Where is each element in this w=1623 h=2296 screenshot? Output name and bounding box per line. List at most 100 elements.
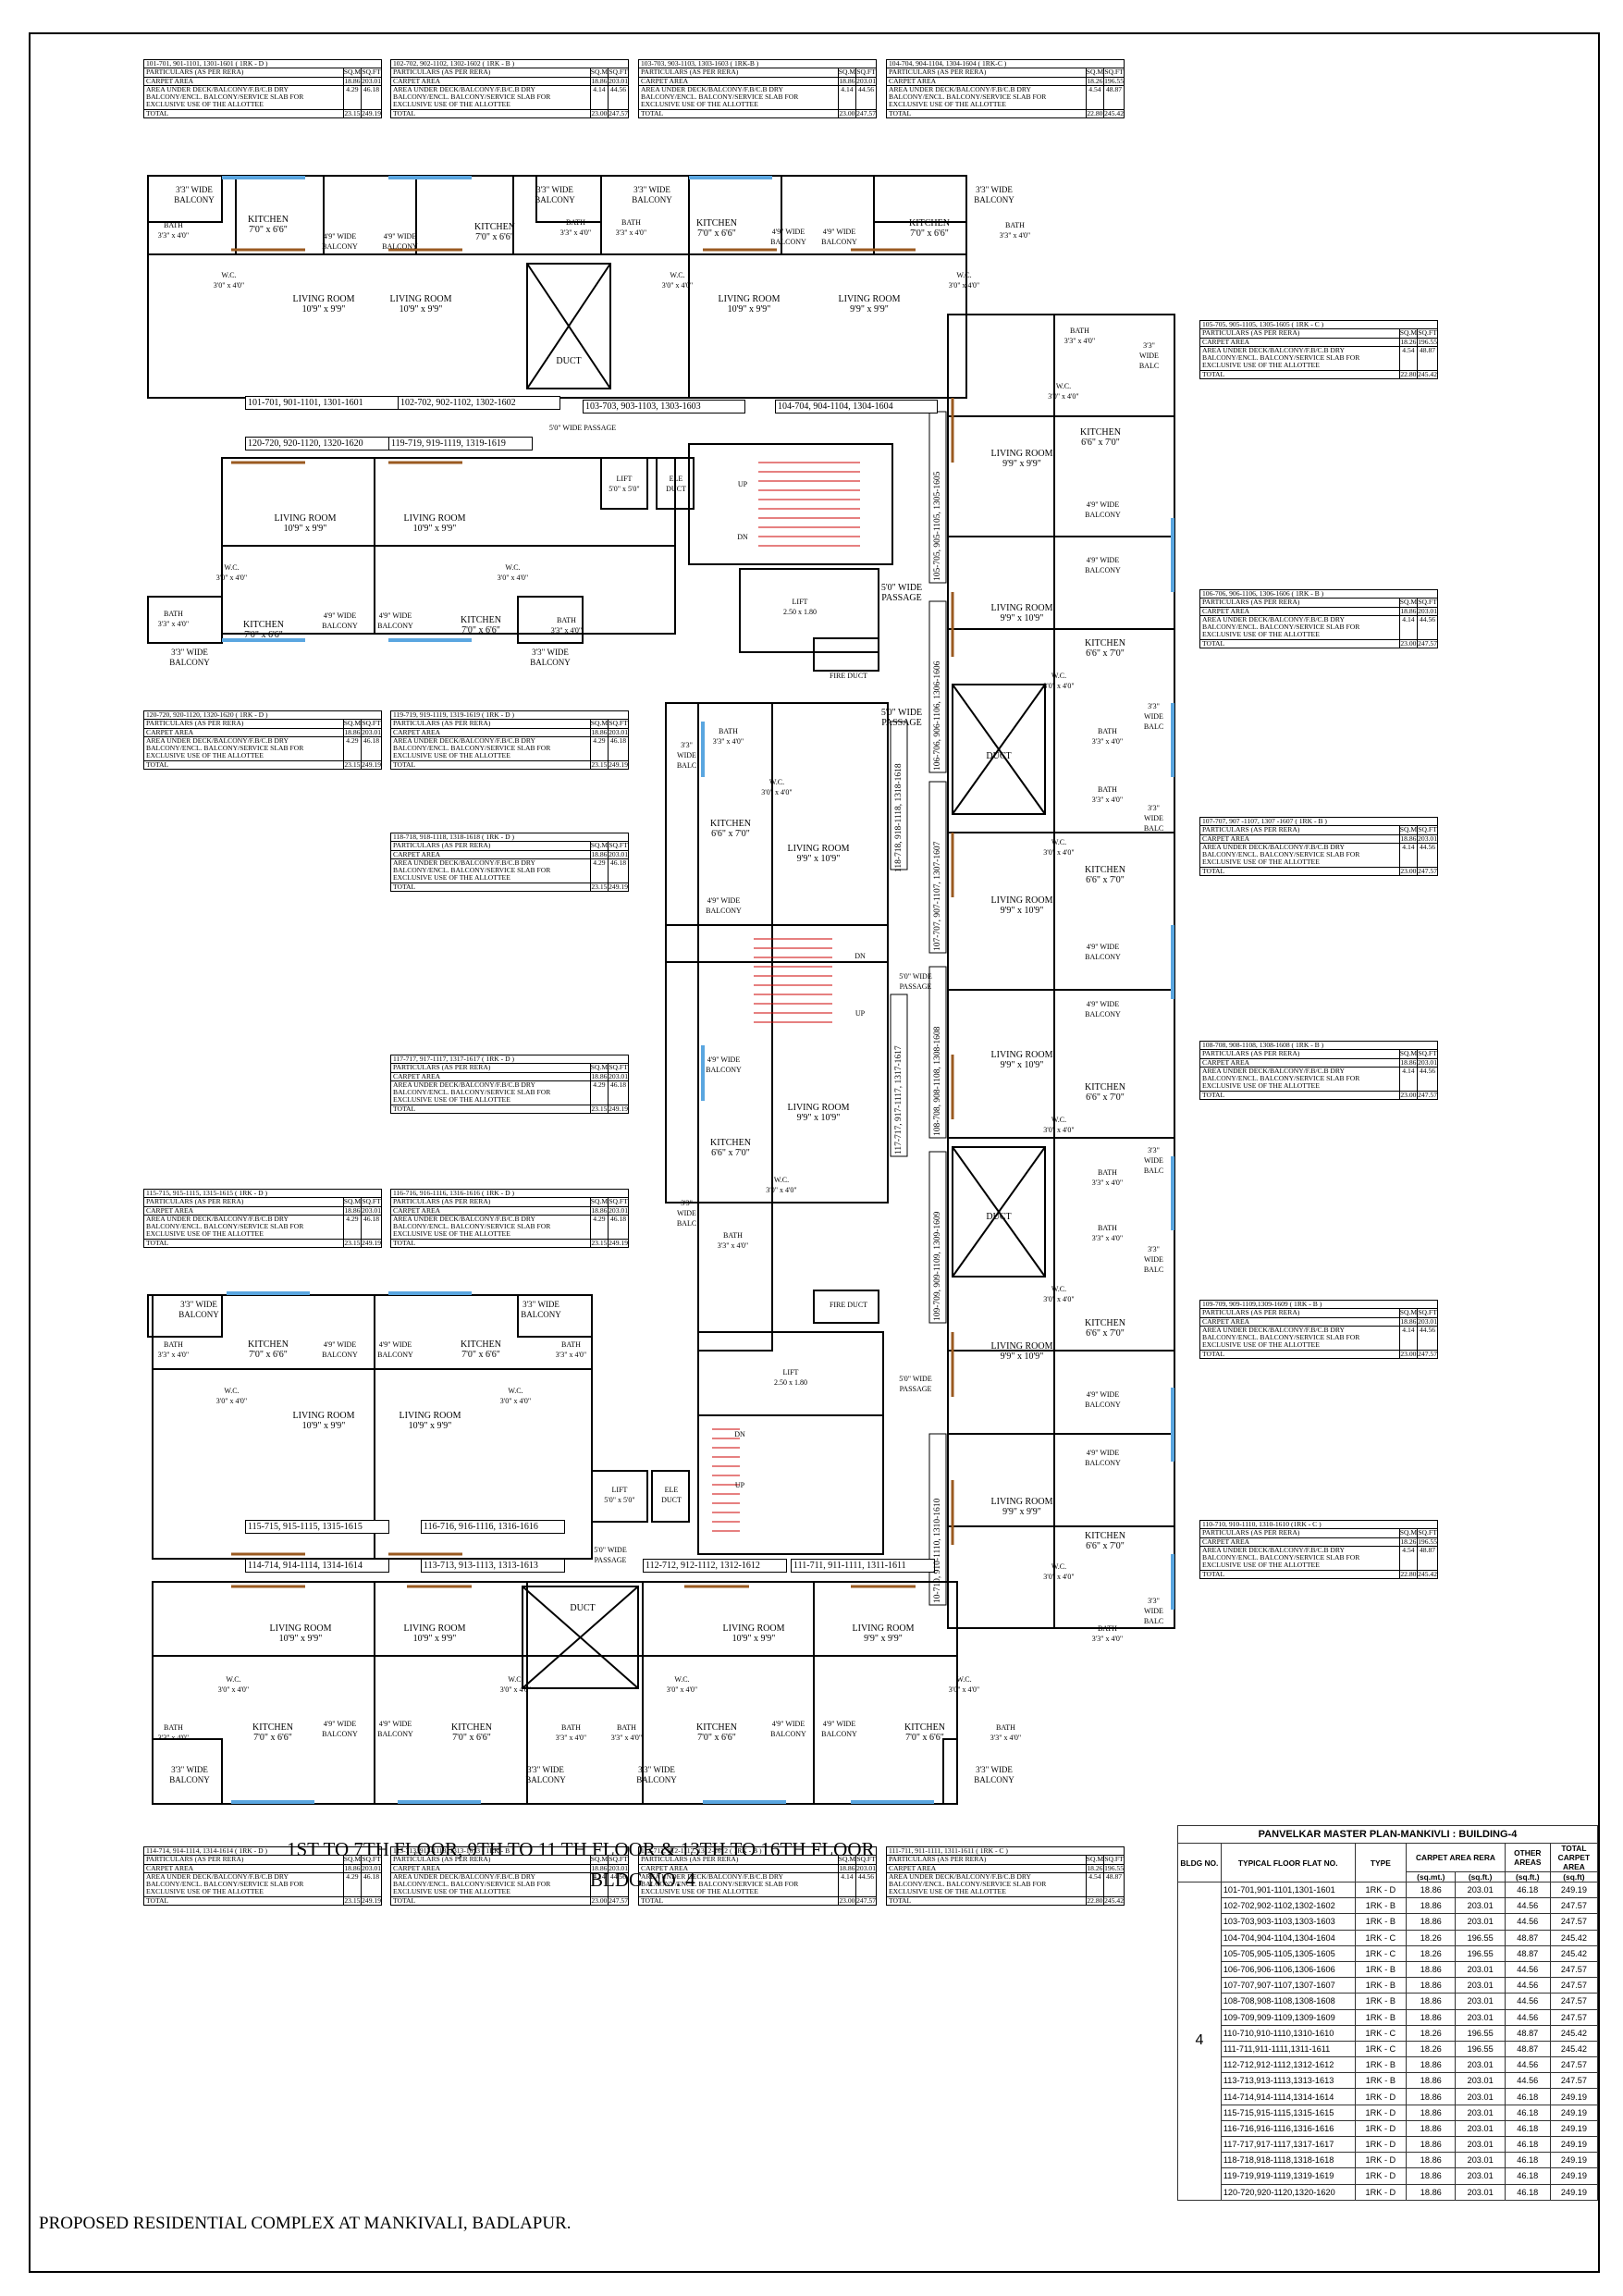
deck-sqm: 4.54 (1085, 1871, 1105, 1897)
unit-area-table-105: 105-705, 905-1105, 1305-1605 ( 1RK - C )… (1199, 319, 1438, 380)
stair-up: UP (734, 1481, 745, 1489)
carpet-sqm-cell: 18.86 (1406, 1960, 1457, 1979)
total-carpet-cell: 249.19 (1549, 2119, 1599, 2138)
unit-area-table-118: 118-718, 918-1118, 1318-1618 ( 1RK - D )… (390, 832, 629, 893)
particulars-header: PARTICULARS (AS PER RERA) (390, 719, 591, 729)
carpet-sqm: 18.86 (342, 1205, 363, 1216)
carpet-sqft: 203.01 (855, 1863, 877, 1873)
carpet-sqm-cell: 18.86 (1406, 2088, 1457, 2105)
carpet-sqft-cell: 203.01 (1455, 2167, 1506, 2185)
deck-sqm: 4.14 (837, 1871, 857, 1897)
deck-sqft: 46.18 (608, 735, 629, 761)
total-sqft: 249.19 (608, 759, 629, 771)
total-sqft: 249.19 (608, 1238, 629, 1249)
flat-no-cell: 102-702,902-1102,1302-1602 (1220, 1897, 1356, 1915)
particulars-header: PARTICULARS (AS PER RERA) (1199, 598, 1400, 608)
unit-table-title: 106-706, 906-1106, 1306-1606 ( 1RK - B ) (1199, 588, 1438, 599)
particulars-header: PARTICULARS (AS PER RERA) (143, 68, 344, 78)
sqft-header: SQ.FT (855, 68, 877, 78)
total-carpet-cell: 247.57 (1549, 2056, 1599, 2074)
room-balcony: 4'9" WIDE BALCONY (377, 1720, 413, 1738)
room-wc: W.C.3'0" x 4'0" (499, 1387, 532, 1405)
total-carpet-cell: 249.19 (1549, 2152, 1599, 2169)
carpet-sqft-cell: 203.01 (1455, 2119, 1506, 2138)
deck-sqm: 4.29 (342, 1871, 363, 1897)
passage-label: 5'0" WIDE PASSAGE (880, 708, 923, 728)
room-balcony: 3'3" WIDE BALCONY (525, 1765, 566, 1784)
unit-area-table-116: 116-716, 916-1116, 1316-1616 ( 1RK - D )… (390, 1188, 629, 1249)
carpet-sqm: 18.86 (837, 1863, 857, 1873)
building-title: BLDG NO. 4 (590, 1869, 695, 1891)
carpet-sqft-cell: 203.01 (1455, 1977, 1506, 1994)
total-sqm: 23.00 (589, 1895, 609, 1907)
total-sqft: 249.19 (361, 108, 382, 119)
other-areas-cell: 48.87 (1504, 2024, 1551, 2042)
room-wc: W.C.3'0" x 4'0" (766, 1176, 797, 1194)
room-balcony: 4'9" WIDE BALCONY (322, 1340, 358, 1359)
other-areas-cell: 44.56 (1504, 2056, 1551, 2074)
room-balcony: 3'3" WIDE BALCONY (530, 648, 571, 667)
deck-sqft: 48.87 (1103, 84, 1125, 110)
summary-area-table: PANVELKAR MASTER PLAN-MANKIVLI : BUILDIN… (1177, 1825, 1599, 2201)
total-sqm: 23.15 (589, 882, 609, 893)
carpet-sqm: 18.86 (342, 727, 363, 737)
carpet-sqft: 203.01 (608, 727, 629, 737)
total-sqft: 245.42 (1417, 369, 1438, 380)
particulars-header: PARTICULARS (AS PER RERA) (1199, 1308, 1400, 1318)
total-carpet-header: TOTAL CARPET AREA (1549, 1843, 1599, 1872)
deck-sqm: 4.14 (589, 1871, 609, 1897)
total-carpet-cell: 247.57 (1549, 2008, 1599, 2026)
total-label: TOTAL (390, 1104, 591, 1115)
carpet-sqm-cell: 18.26 (1406, 1929, 1457, 1946)
deck-sqft: 44.56 (1417, 1325, 1438, 1351)
deck-sqft: 48.87 (1103, 1871, 1125, 1897)
flat-no-cell: 107-707,907-1107,1307-1607 (1220, 1977, 1356, 1994)
room-balcony: 4'9" WIDE BALCONY (322, 611, 358, 630)
total-carpet-cell: 249.19 (1549, 2167, 1599, 2185)
type-cell: 1RK - D (1354, 2167, 1408, 2185)
total-sqm: 23.15 (342, 1895, 363, 1907)
deck-sqm: 4.29 (342, 84, 363, 110)
deck-area-label: AREA UNDER DECK/BALCONY/F.B/C.B DRY BALC… (1199, 1325, 1400, 1351)
flat-no-cell: 111-711,911-1111,1311-1611 (1220, 2040, 1356, 2058)
total-carpet-cell: 247.57 (1549, 1993, 1599, 2010)
carpet-area-label: CARPET AREA (390, 1205, 591, 1216)
deck-area-label: AREA UNDER DECK/BALCONY/F.B/C.B DRY BALC… (886, 1871, 1087, 1897)
sqft-header: SQ.FT (1417, 825, 1438, 835)
room-wc: W.C.3'0" x 4'0" (661, 271, 694, 290)
unit-table-title: 116-716, 916-1116, 1316-1616 ( 1RK - D ) (390, 1188, 629, 1199)
sqft-header: SQ.FT (361, 719, 382, 729)
room-wc: W.C.3'0" x 4'0" (1043, 672, 1075, 690)
type-cell: 1RK - B (1354, 1977, 1408, 1994)
stair-up: UP (737, 480, 748, 488)
total-label: TOTAL (390, 882, 591, 893)
deck-sqft: 48.87 (1417, 345, 1438, 371)
room-balcony: 3'3" WIDE BALCONY (632, 185, 672, 204)
total-sqm: 23.15 (342, 108, 363, 119)
room-balcony: 4'9" WIDE BALCONY (706, 1055, 742, 1074)
total-sqft: 249.19 (361, 1895, 382, 1907)
flat-no-cell: 105-705,905-1105,1305-1605 (1220, 1944, 1356, 1962)
plan-walls (147, 175, 1175, 1805)
